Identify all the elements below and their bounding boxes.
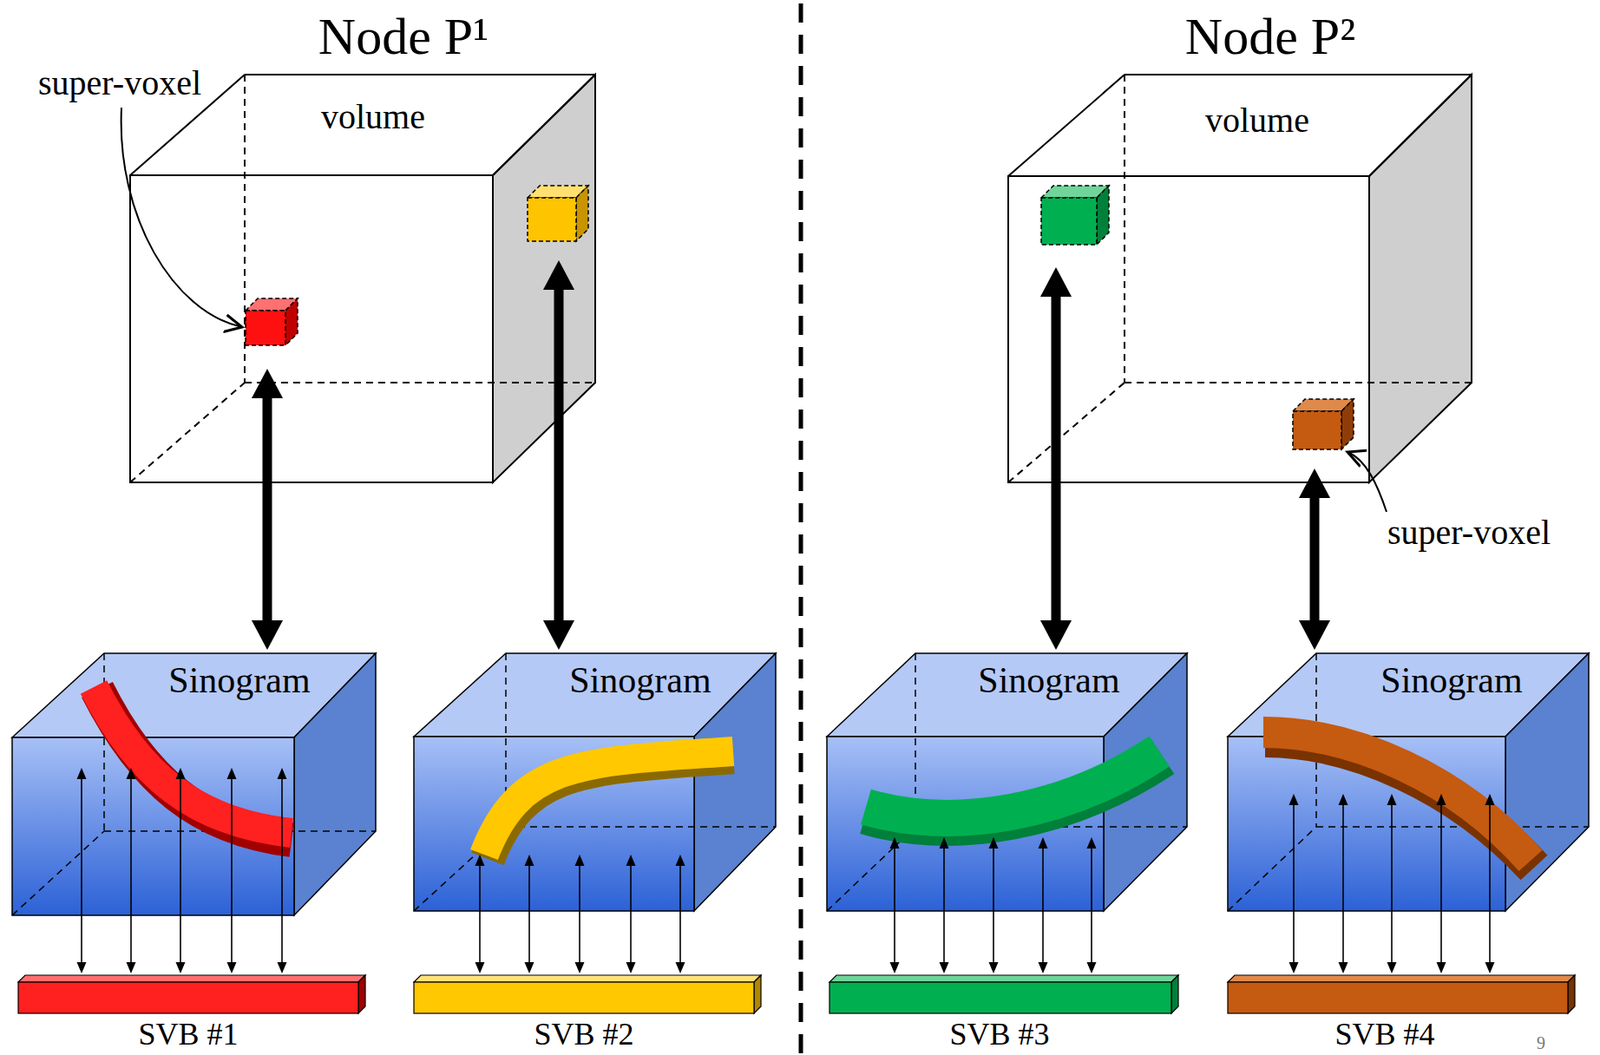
bidirectional-arrow: [1040, 267, 1072, 650]
volume-cube: [1008, 74, 1472, 483]
sinogram-box: Sinogram: [12, 653, 376, 916]
node-text: SVB #1: [137, 1018, 238, 1050]
svb-bar: SVB #1: [18, 975, 366, 1014]
node-text: Sinogram: [977, 662, 1120, 699]
projection-arrow: [1289, 793, 1299, 974]
callout-label: super-voxel: [1387, 515, 1551, 551]
projection-arrow: [626, 854, 637, 974]
projection-arrow: [1087, 837, 1097, 974]
projection-arrow: [227, 767, 237, 974]
super-voxel-cube: [245, 298, 298, 346]
projection-arrow: [1485, 793, 1496, 974]
sinogram-box: [12, 653, 376, 916]
projection-arrow: [277, 767, 288, 974]
node-title: Node P¹: [318, 10, 489, 63]
bidirectional-arrow: [251, 368, 283, 650]
super-voxel-cube: [527, 185, 589, 242]
bidirectional-arrow: [543, 260, 575, 650]
node-text: SVB #3: [949, 1018, 1050, 1050]
node-title: Node P²: [1185, 10, 1356, 63]
leader-line: [121, 107, 243, 328]
node-text: volume: [321, 99, 426, 135]
projection-arrow: [524, 854, 535, 974]
sinogram-box: [1227, 653, 1589, 912]
projection-arrow: [939, 837, 950, 974]
bidirectional-arrow: [1298, 468, 1331, 650]
sinogram-box: Sinogram: [826, 653, 1187, 914]
node-text: SVB #2: [533, 1018, 634, 1050]
volume-box: volume: [130, 74, 596, 483]
sinogram-box: Sinogram: [1227, 653, 1589, 914]
volume-box: volume: [1008, 74, 1472, 483]
volume-cube: [130, 74, 596, 483]
callout-label: super-voxel: [38, 65, 202, 101]
svb-bar: SVB #3: [829, 975, 1179, 1014]
projection-arrow: [1038, 837, 1049, 974]
projection-arrow: [989, 837, 999, 974]
divider: [799, 3, 804, 1055]
projection-arrow: [1387, 793, 1397, 974]
projection-arrow: [77, 767, 87, 974]
super-voxel-cube: [1292, 399, 1354, 450]
projection-arrow: [890, 837, 900, 974]
projection-arrow: [675, 854, 686, 974]
super-voxel-cube: [1041, 185, 1109, 245]
svb-bar: [18, 975, 1575, 1014]
projection-arrow: [126, 767, 137, 974]
node-text: Sinogram: [569, 662, 711, 699]
svb-bar: SVB #4: [1227, 975, 1575, 1014]
svb-bar: SVB #2: [413, 975, 761, 1014]
node-text: volume: [1205, 103, 1310, 138]
sinogram-box: [826, 653, 1187, 912]
leader-line: [1347, 452, 1387, 512]
projection-arrow: [575, 854, 585, 974]
node-text: SVB #4: [1334, 1018, 1435, 1050]
node-text: Sinogram: [1380, 662, 1522, 699]
page-number: 9: [1536, 1034, 1546, 1052]
projection-arrow: [1338, 793, 1349, 974]
projection-arrow: [1436, 793, 1447, 974]
sinogram-box: [413, 653, 776, 912]
projection-arrow: [475, 854, 486, 974]
node-text: Sinogram: [168, 662, 310, 699]
projection-arrow: [176, 767, 186, 974]
sinogram-box: Sinogram: [413, 653, 776, 914]
